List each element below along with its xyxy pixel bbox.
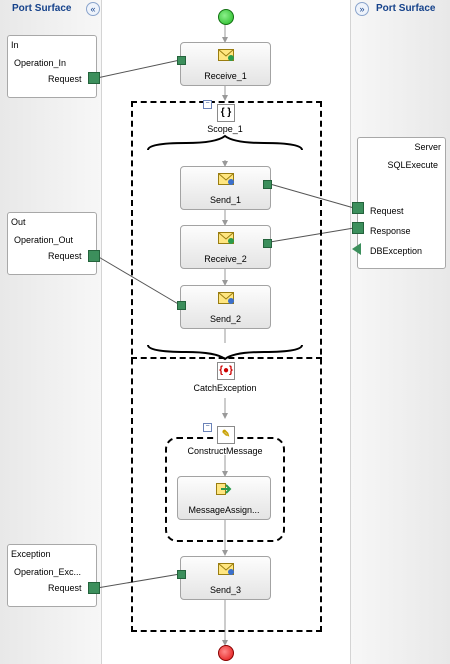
start-shape[interactable] <box>218 9 234 25</box>
end-shape[interactable] <box>218 645 234 661</box>
catch-exception-icon: {●} <box>217 362 235 380</box>
server-request-connector[interactable] <box>352 202 364 214</box>
scope-icon: { } <box>217 104 235 122</box>
left-surface-title: Port Surface <box>12 3 72 14</box>
collapse-construct-icon[interactable]: − <box>203 423 212 432</box>
receive-1-shape[interactable]: Receive_1 <box>180 42 271 86</box>
port-name: Out <box>11 217 26 227</box>
send-envelope-icon <box>217 563 234 575</box>
right-surface-title: Port Surface <box>376 3 436 14</box>
port-message-request: Request <box>370 206 404 216</box>
send-2-connector[interactable] <box>177 301 186 310</box>
receive-2-shape[interactable]: Receive_2 <box>180 225 271 269</box>
construct-label: ConstructMessage <box>187 446 263 456</box>
port-operation: SQLExecute <box>387 160 438 170</box>
right-port-surface: » Port Surface <box>350 0 450 664</box>
port-out[interactable]: Out Operation_Out Request <box>7 212 97 275</box>
receive-2-connector[interactable] <box>263 239 272 248</box>
port-message: Request <box>48 251 82 261</box>
port-operation: Operation_Exc... <box>14 567 82 577</box>
construct-message-icon: ✎ <box>217 426 235 444</box>
port-in[interactable]: In Operation_In Request <box>7 35 97 98</box>
send-3-shape[interactable]: Send_3 <box>180 556 271 600</box>
shape-label: Send_1 <box>209 195 242 205</box>
port-exception[interactable]: Exception Operation_Exc... Request <box>7 544 97 607</box>
collapse-surface-icon[interactable]: « <box>86 2 100 16</box>
port-server[interactable]: Server SQLExecute Request Response DBExc… <box>357 137 446 269</box>
collapse-scope-icon[interactable]: − <box>203 100 212 109</box>
send-envelope-icon <box>217 173 234 185</box>
port-message: Request <box>48 74 82 84</box>
scope-label: Scope_1 <box>207 124 243 134</box>
port-out-connector[interactable] <box>88 250 100 262</box>
assign-arrow-icon <box>216 483 232 495</box>
catch-label: CatchException <box>193 383 257 393</box>
shape-label: Send_2 <box>209 314 242 324</box>
scope-frame <box>131 101 322 632</box>
shape-label: MessageAssign... <box>188 505 260 515</box>
shape-label: Receive_1 <box>204 71 247 81</box>
send-1-shape[interactable]: Send_1 <box>180 166 271 210</box>
receive-1-connector[interactable] <box>177 56 186 65</box>
port-name: Server <box>414 142 441 152</box>
port-operation: Operation_Out <box>14 235 74 245</box>
expand-surface-icon[interactable]: » <box>355 2 369 16</box>
server-response-connector[interactable] <box>352 222 364 234</box>
shape-label: Send_3 <box>209 585 242 595</box>
port-message-response: Response <box>370 226 411 236</box>
port-in-connector[interactable] <box>88 72 100 84</box>
send-1-connector[interactable] <box>263 180 272 189</box>
port-message: Request <box>48 583 82 593</box>
port-name: Exception <box>11 549 51 559</box>
send-2-shape[interactable]: Send_2 <box>180 285 271 329</box>
shape-label: Receive_2 <box>204 254 247 264</box>
receive-envelope-icon <box>217 49 234 61</box>
port-exception-connector[interactable] <box>88 582 100 594</box>
scope-divider <box>131 357 322 359</box>
port-name: In <box>11 40 19 50</box>
server-dbexception-connector[interactable] <box>352 243 361 255</box>
message-assign-shape[interactable]: MessageAssign... <box>177 476 271 520</box>
receive-envelope-icon <box>217 232 234 244</box>
send-envelope-icon <box>217 292 234 304</box>
send-3-connector[interactable] <box>177 570 186 579</box>
port-operation: Operation_In <box>14 58 67 68</box>
port-message-dbexception: DBException <box>370 246 423 256</box>
